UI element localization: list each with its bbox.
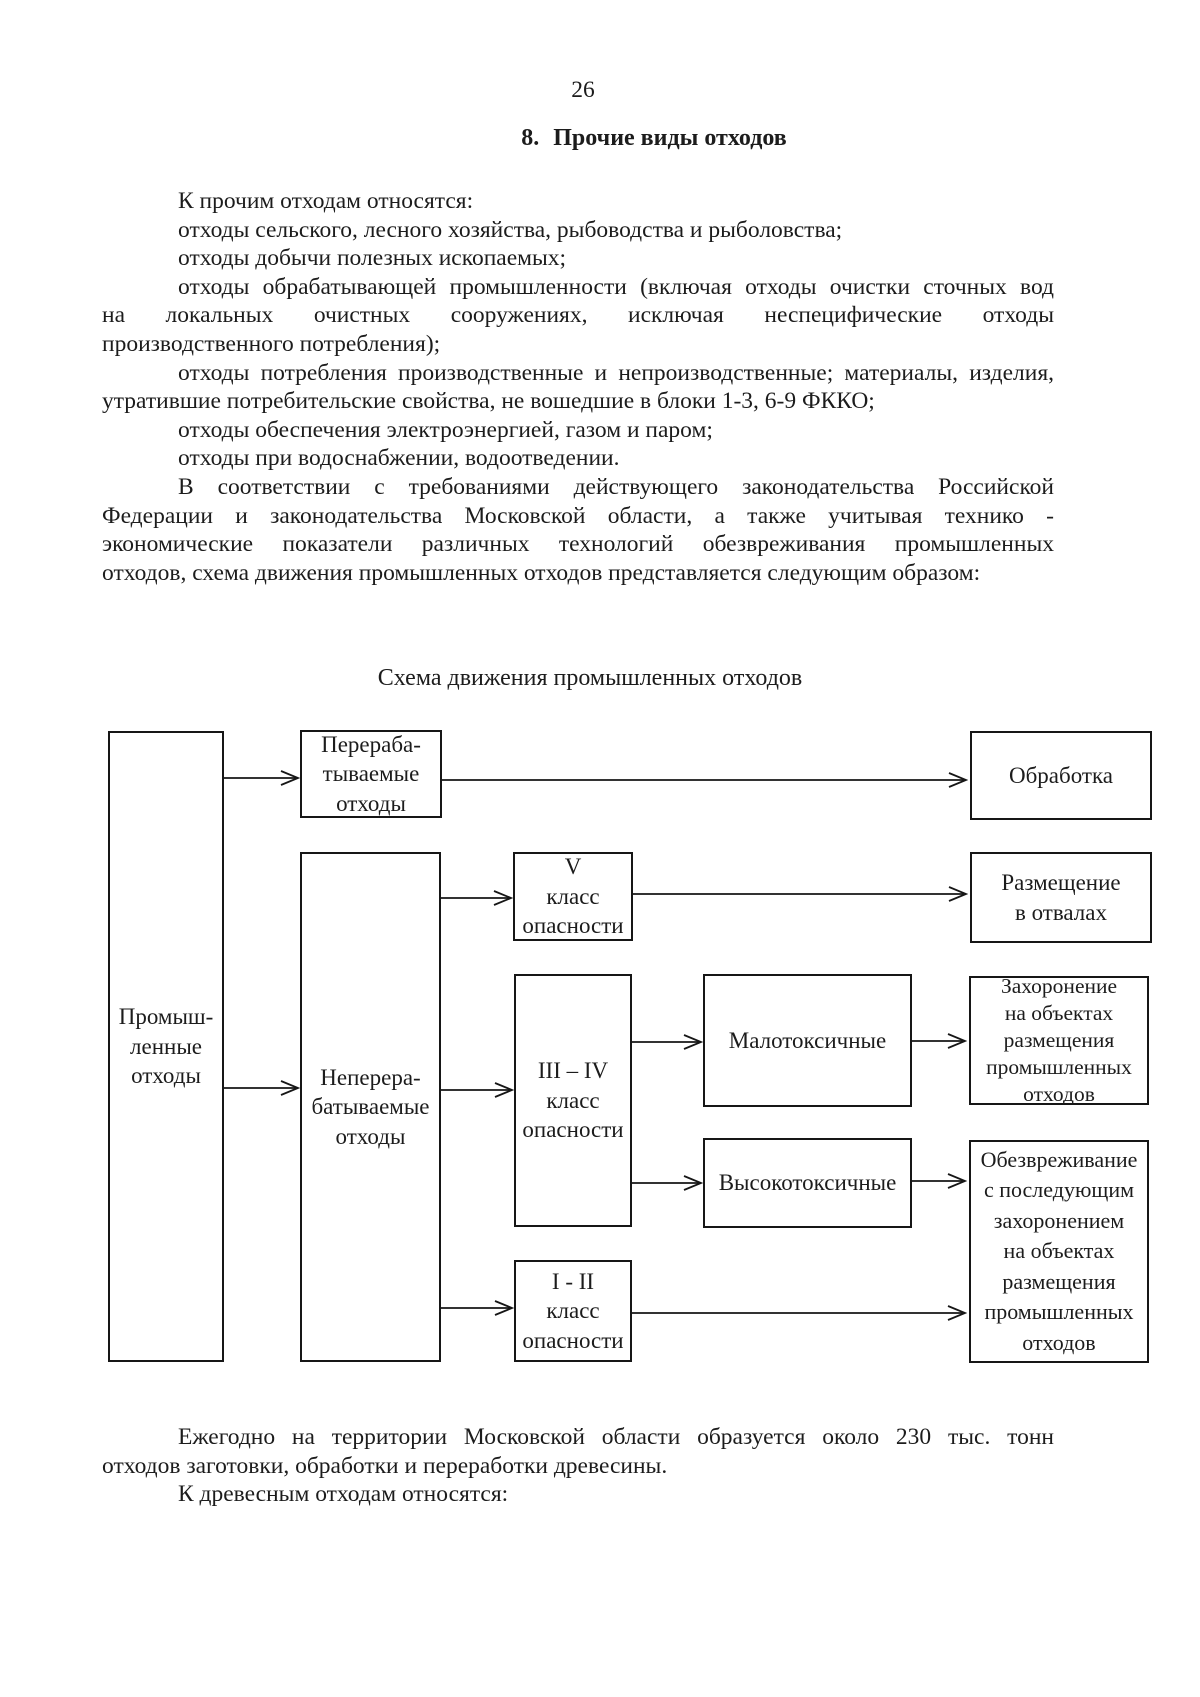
footer-text: Ежегодно на территории Московской област…	[102, 1423, 1054, 1509]
node-industrial-waste: Промыш- ленные отходы	[108, 731, 224, 1362]
section-heading: 8. Прочие виды отходов	[54, 124, 1200, 152]
node-recyclable-waste: Перераба- тываемые отходы	[300, 730, 442, 818]
node-neutralization: Обезвреживание с последующим захоронение…	[969, 1140, 1149, 1363]
page-number: 26	[571, 77, 595, 103]
node-processing: Обработка	[970, 731, 1152, 820]
arrows-layer	[224, 660, 1200, 1380]
node-dump-disposal: Размещение в отвалах	[970, 852, 1152, 943]
text-line: отходы добычи полезных ископаемых;	[178, 245, 567, 272]
body-text: К прочим отходам относятся: отходы сельс…	[102, 187, 1054, 587]
text-line: В соответствии с требованиями действующе…	[178, 473, 1054, 500]
text-line: утратившие потребительские свойства, не …	[102, 388, 875, 415]
text-line: отходы сельского, лесного хозяйства, рыб…	[178, 216, 843, 243]
diagram-title: Схема движения промышленных отходов	[377, 665, 803, 691]
text-line: К древесным отходам относятся:	[178, 1481, 509, 1508]
section-number: 8.	[521, 125, 540, 151]
text-line: отходы при водоснабжении, водоотведении.	[178, 445, 620, 472]
node-hazard-class-iii-iv: III – IV класс опасности	[514, 974, 632, 1227]
text-line: отходы потребления производственные и не…	[178, 359, 1054, 386]
text-line: производственного потребления);	[102, 330, 441, 357]
text-line: отходов, схема движения промышленных отх…	[102, 559, 981, 586]
section-title: Прочие виды отходов	[553, 125, 787, 151]
node-burial: Захоронение на объектах размещения промы…	[969, 974, 1149, 1106]
waste-flow-diagram: Схема движения промышленных отходов	[0, 660, 1200, 1380]
text-line: экономические показатели различных техно…	[102, 531, 1054, 558]
node-high-toxic: Высокотоксичные	[703, 1138, 912, 1228]
node-hazard-class-v: V класс опасности	[513, 852, 633, 941]
text-line: Ежегодно на территории Московской област…	[178, 1424, 1054, 1450]
text-line: на локальных очистных сооружениях, исклю…	[102, 302, 1054, 329]
text-line: Федерации и законодательства Московской …	[102, 502, 1054, 529]
text-line: отходы обеспечения электроэнергией, газо…	[178, 416, 713, 443]
node-non-recyclable-waste: Неперера- батываемые отходы	[300, 852, 441, 1362]
node-low-toxic: Малотоксичные	[703, 974, 912, 1107]
text-line: К прочим отходам относятся:	[178, 188, 474, 214]
text-line: отходов заготовки, обработки и переработ…	[102, 1452, 668, 1479]
node-hazard-class-i-ii: I - II класс опасности	[514, 1260, 632, 1362]
text-line: отходы обрабатывающей промышленности (вк…	[178, 273, 1054, 300]
